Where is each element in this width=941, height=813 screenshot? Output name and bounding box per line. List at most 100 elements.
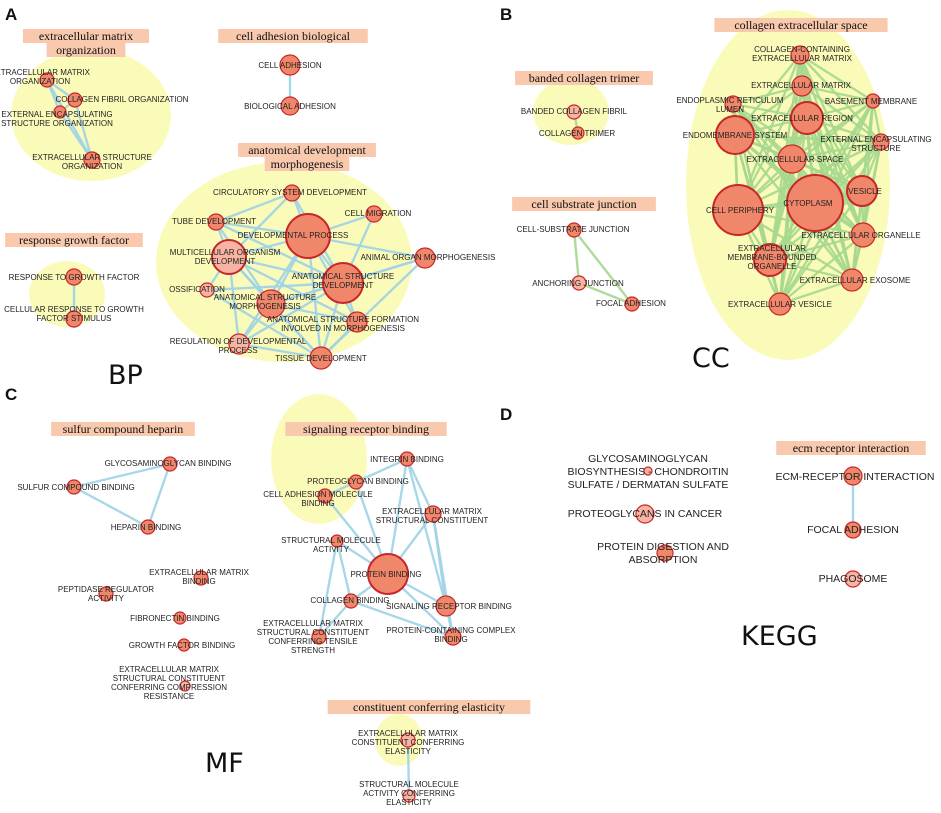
node-label-circ-dev: CIRCULATORY SYSTEM DEVELOPMENT	[213, 188, 367, 197]
network-node-anat-struct-morph	[256, 289, 286, 319]
network-node-peptidase	[98, 586, 114, 602]
network-node-cell-resp-growth	[65, 310, 83, 328]
panel-letter: A	[5, 5, 17, 24]
node-label-cytoplasm: CYTOPLASM	[783, 199, 833, 208]
network-node-ecm	[791, 75, 813, 97]
network-node-cell-adhesion	[279, 54, 301, 76]
network-node-integrin	[399, 451, 415, 467]
node-label-ext-space: EXTRACELLULAR SPACE	[747, 155, 844, 164]
node-label-collagen-trimer: COLLAGEN TRIMER	[539, 129, 616, 138]
node-label-biological-adhesion: BIOLOGICAL ADHESION	[244, 102, 336, 111]
node-label-endomembrane: ENDOMEMBRANE SYSTEM	[683, 131, 788, 140]
network-edge	[778, 278, 854, 306]
network-edge	[146, 462, 172, 529]
network-node-anat-struct-form	[346, 311, 368, 333]
network-node-collagen-trimer	[571, 126, 585, 140]
cluster-title-bg	[218, 29, 368, 43]
network-edge	[317, 539, 339, 639]
network-edge	[731, 84, 804, 106]
network-node-ext-space	[777, 144, 807, 174]
cluster-title-text: banded collagen trimer	[529, 71, 640, 85]
network-node-collagen-containing	[790, 45, 810, 65]
node-label-heparin-binding: HEPARIN BINDING	[111, 523, 182, 532]
cluster-title-text: ecm receptor interaction	[793, 441, 910, 455]
network-edge	[73, 98, 94, 162]
node-label-proteoglycan: PROTEOGLYCAN BINDING	[307, 477, 409, 486]
network-node-collagen-binding	[343, 593, 359, 609]
network-node-membrane-bounded	[753, 243, 787, 277]
network-node-protein-digestion	[656, 544, 674, 562]
cluster-title-c2: signaling receptor binding	[285, 422, 447, 436]
node-label-proteoglycans-cancer: PROTEOGLYCANS IN CANCER	[568, 508, 723, 520]
network-edge	[354, 457, 409, 484]
node-label-vesicle: VESICLE	[848, 187, 882, 196]
cluster-title-text: sulfur compound heparin	[63, 422, 184, 436]
network-edge	[335, 539, 353, 603]
cluster-title-a2: cell adhesion biological	[218, 29, 368, 43]
cluster-ellipse	[375, 714, 423, 766]
network-node-sulfur-binding	[66, 479, 82, 495]
network-node-circ-dev	[283, 184, 301, 202]
network-node-multicell-dev	[211, 239, 247, 275]
cluster-title-b3: collagen extracellular space	[714, 18, 888, 32]
node-label-growth-factor: GROWTH FACTOR BINDING	[129, 641, 236, 650]
network-node-gag-biosynth	[643, 466, 653, 476]
network-edge	[205, 288, 323, 360]
panel-category-label: MF	[205, 748, 244, 779]
network-node-dev-process	[285, 213, 331, 259]
node-label-anchoring: ANCHORING JUNCTION	[532, 279, 624, 288]
network-edge	[237, 342, 323, 360]
network-edge	[58, 110, 94, 162]
network-node-growth-factor	[177, 638, 191, 652]
network-node-ecm-compression	[179, 680, 191, 692]
network-node-vesicle	[846, 175, 878, 207]
cluster-title-bg	[46, 43, 126, 57]
node-label-ext-region: EXTRACELLULAR REGION	[751, 114, 853, 123]
network-node-protein-complex	[444, 628, 462, 646]
network-node-cell-migration	[365, 205, 383, 223]
node-label-tissue-dev: TISSUE DEVELOPMENT	[275, 354, 367, 363]
network-node-anchoring	[571, 275, 587, 291]
node-label-integrin: INTEGRIN BINDING	[370, 455, 444, 464]
node-label-focal-adhesion: FOCAL ADHESION	[596, 299, 666, 308]
network-node-banded-fibril	[566, 104, 582, 120]
network-edge	[577, 281, 634, 306]
cluster-title-bg	[512, 197, 656, 211]
node-label-cell-adhesion: CELL ADHESION	[258, 61, 322, 70]
network-node-resp-growth	[65, 268, 83, 286]
network-node-biological-adhesion	[280, 96, 300, 116]
network-node-ecm-struct	[424, 505, 442, 523]
node-label-protein-binding: PROTEIN BINDING	[350, 570, 421, 579]
network-node-csj	[566, 222, 582, 238]
network-edge	[798, 53, 883, 144]
network-edge	[805, 116, 865, 237]
network-node-heparin-binding	[140, 519, 156, 535]
cluster-title-text: cell adhesion biological	[236, 29, 351, 43]
network-node-proteoglycan	[348, 474, 364, 490]
node-label-ext-organelle: EXTRACELLULAR ORGANELLE	[801, 231, 920, 240]
network-node-ossification	[199, 282, 215, 298]
cluster-title-bg	[327, 700, 531, 714]
network-edge	[798, 53, 875, 103]
network-edge	[349, 599, 455, 639]
network-edge	[406, 738, 411, 798]
network-node-tissue-dev	[309, 346, 333, 370]
panel-category-label: BP	[108, 360, 143, 391]
